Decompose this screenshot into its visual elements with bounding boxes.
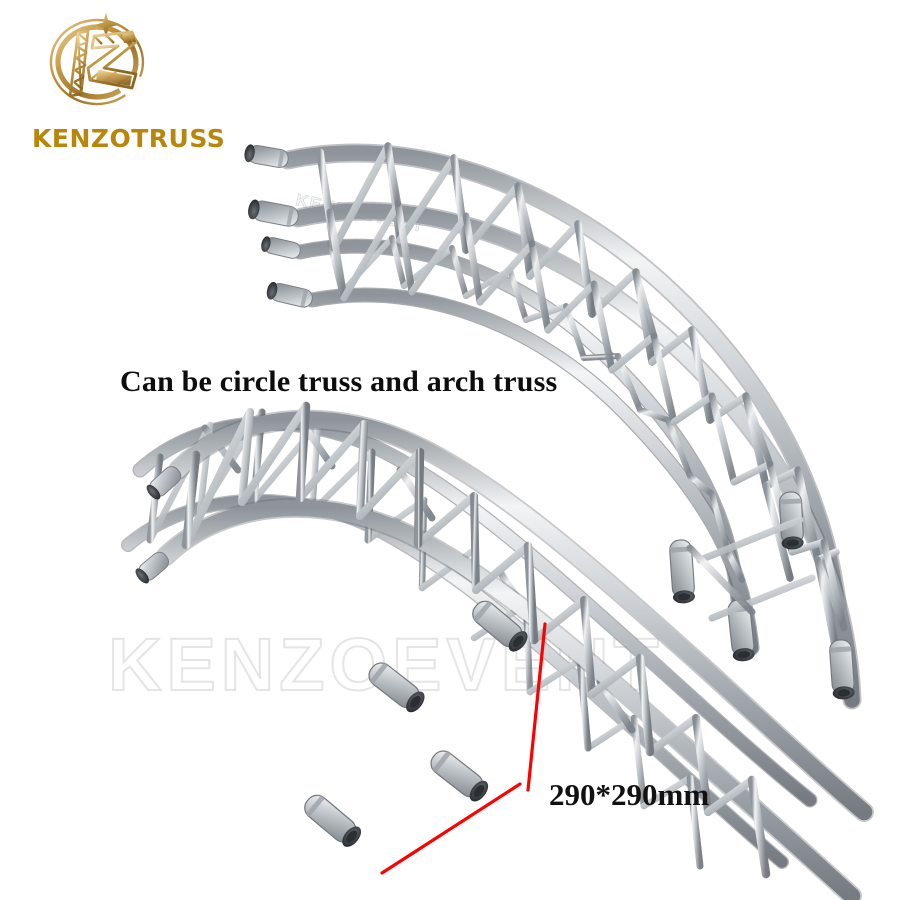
brand-wordmark: KENZOTRUSS (32, 124, 226, 153)
upper-arc-truss (244, 142, 862, 710)
truss-connector-left-upper (244, 144, 313, 308)
sparkle-star-icon (94, 12, 118, 38)
dimension-line-diagonal (380, 782, 522, 875)
lower-arc-truss (121, 401, 874, 900)
dimension-line-vertical (526, 622, 547, 792)
dimension-lines (380, 622, 547, 875)
truss-connector-right-lower (304, 600, 528, 847)
truss-connector-left (135, 466, 182, 584)
headline-text: Can be circle truss and arch truss (120, 365, 558, 398)
kenzo-truss-circle-emblem-icon (49, 12, 145, 106)
dimension-label: 290*290mm (549, 777, 710, 812)
brand-logo: KENZOTRUSS (18, 8, 226, 168)
